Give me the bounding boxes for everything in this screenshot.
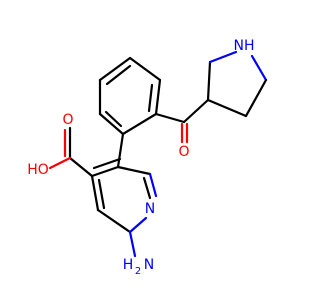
amine-group (128, 230, 137, 258)
pyridine-ring (90, 132, 158, 234)
amine-n-label: N (144, 257, 154, 273)
amine-h-label: H (123, 257, 134, 273)
molecule-structure: NH O O HO N H 2 N (27, 38, 268, 277)
amine-subscript-label: 2 (135, 266, 141, 277)
acid-o-label: O (62, 112, 73, 128)
ketone-linker (154, 98, 210, 144)
nh-label: NH (234, 38, 255, 54)
ketone-o-label: O (178, 144, 189, 160)
pyrrolidine-ring (206, 50, 268, 118)
acid-oh-label: HO (27, 162, 49, 178)
ring-n-label: N (145, 201, 155, 217)
benzene-ring (98, 56, 162, 136)
carboxylic-acid (48, 126, 94, 178)
